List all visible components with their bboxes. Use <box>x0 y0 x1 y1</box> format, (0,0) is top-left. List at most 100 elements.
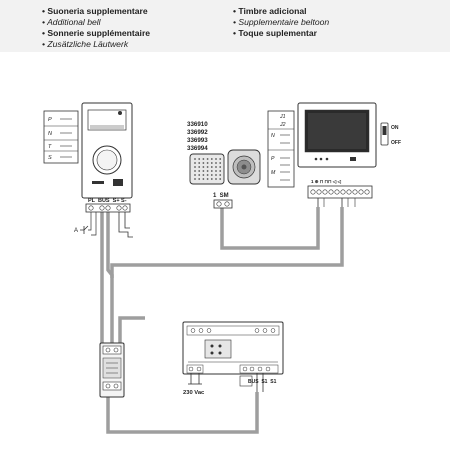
terminal-screw <box>113 383 119 389</box>
grille-dot <box>215 170 217 172</box>
distributor-terminal-row <box>102 381 122 391</box>
grille-dot <box>215 178 217 180</box>
grille-dot <box>219 174 222 176</box>
grille-dot <box>219 166 222 168</box>
psu-terminals-label: BUS S1 S1 <box>248 379 277 385</box>
grille-dot <box>194 170 196 172</box>
terminal-screw <box>358 189 364 195</box>
door-lock-icon <box>118 212 133 238</box>
grille-dot <box>215 174 217 176</box>
terminal-screw <box>206 328 212 333</box>
grille-dot <box>210 174 213 176</box>
terminal-screw <box>334 189 340 195</box>
grille-dot <box>202 166 205 168</box>
grille-dot <box>219 162 222 164</box>
logo-mark <box>92 181 104 184</box>
bell-terminals-label: 1 SM <box>213 193 229 199</box>
grille-dot <box>194 158 196 160</box>
terminal-screw <box>224 201 230 207</box>
monitor-label-j1: J1 <box>279 114 286 120</box>
terminal-screw <box>310 189 316 195</box>
grille-dot <box>206 158 209 160</box>
grille-dot <box>219 170 222 172</box>
legend-left: • Suoneria supplementare • Additional be… <box>42 6 150 50</box>
additional-bell: 336910 336992 336993 336994 1 SM <box>187 121 261 209</box>
grille-dot <box>210 158 213 160</box>
legend-right-line-3: • Toque suplementar <box>233 28 318 38</box>
grille-dot <box>202 170 205 172</box>
wire-bell-to-monitor <box>220 207 320 250</box>
terminal-screw <box>216 201 222 207</box>
psu-led <box>218 351 222 355</box>
grille-dot <box>198 178 201 180</box>
grille-dot <box>215 162 217 164</box>
distributor-terminal-row <box>102 345 122 355</box>
bell-code-1: 336910 <box>187 121 208 128</box>
bell-terminal-block <box>213 199 233 209</box>
grille-dot <box>198 158 201 160</box>
terminal-screw <box>242 366 248 372</box>
bell-body <box>189 153 225 185</box>
monitor-led <box>325 157 329 161</box>
push-button-icon <box>80 225 89 234</box>
bell-code-3: 336993 <box>187 137 208 144</box>
monitor-label-n: N <box>271 133 275 139</box>
bus-distributor <box>99 342 125 398</box>
grille-dot <box>198 166 201 168</box>
psu-front-panel <box>204 339 232 359</box>
grille-dot <box>206 174 209 176</box>
terminal-screw <box>105 383 111 389</box>
terminal-screw <box>113 347 119 353</box>
terminal-screw <box>352 189 358 195</box>
monitor-terminal-marks: 1 ⊕ ⊓ ⊓⊓ ◁ ◁ <box>311 179 342 184</box>
legend-left-line-4: • Zusätzliche Läutwerk <box>42 39 129 49</box>
grille-dot <box>206 162 209 164</box>
speaker-inner <box>96 149 118 171</box>
legend-left-line-3: • Sonnerie supplémentaire <box>42 28 151 38</box>
camera-icon <box>118 111 122 115</box>
psu-led <box>210 351 214 355</box>
terminal-screw <box>262 328 268 333</box>
legend-right: • Timbre adicional • Supplementaire belt… <box>233 6 329 39</box>
legend-right-line-1: • Timbre adicional <box>233 6 307 16</box>
grille-dot <box>206 170 209 172</box>
terminal-screw <box>346 189 352 195</box>
terminal-screw <box>88 205 94 211</box>
legend-left-line-1: • Suoneria supplementare <box>42 6 148 16</box>
psu-led <box>210 344 214 348</box>
terminal-screw <box>265 366 271 372</box>
grille-dot <box>210 170 213 172</box>
grille-dot <box>198 174 201 176</box>
terminal-screw <box>116 205 122 211</box>
grille-dot <box>219 178 222 180</box>
monitor-screen-glare <box>308 113 366 149</box>
grille-dot <box>210 166 213 168</box>
grille-dot <box>194 162 196 164</box>
terminal-screw <box>188 366 194 372</box>
psu-voltage-label: 230 Vac <box>183 390 205 396</box>
entrance-terminals-label: PL BUS S+ S- <box>88 198 127 204</box>
terminal-screw <box>322 189 328 195</box>
grille-dot <box>202 178 205 180</box>
terminal-screw <box>270 328 276 333</box>
terminal-screw <box>364 189 370 195</box>
grille-dot <box>210 178 213 180</box>
grille-dot <box>198 162 201 164</box>
header-band <box>0 0 450 52</box>
mains-leads <box>190 373 200 384</box>
button-a-label: A <box>74 228 78 234</box>
button-wire <box>88 212 92 231</box>
power-supply: 230 Vac BUS S1 S1 <box>182 321 284 396</box>
grille-dot <box>215 158 217 160</box>
grille-dot <box>206 166 209 168</box>
entrance-label-p: P <box>48 117 52 123</box>
terminal-screw <box>249 366 255 372</box>
key-icon <box>113 179 123 186</box>
entrance-label-t: T <box>48 144 52 150</box>
entrance-panel: P N T S PL BUS S+ S- A <box>43 102 133 238</box>
terminal-screw <box>105 347 111 353</box>
monitor-label-j2: J2 <box>279 122 286 128</box>
monitor-leads <box>323 198 356 207</box>
monitor-leads <box>317 198 343 207</box>
